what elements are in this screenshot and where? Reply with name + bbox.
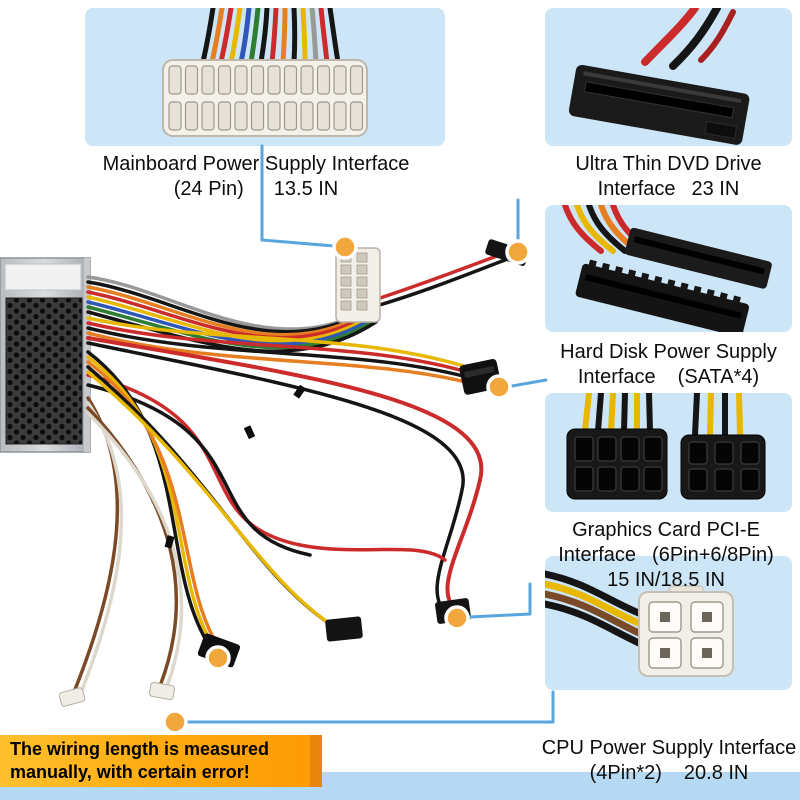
cpu-callout-box [545, 556, 792, 690]
pcie-length: 15 IN/18.5 IN [607, 569, 725, 591]
hdd-sub: Interface [577, 366, 656, 388]
mainboard-pins: (24 Pin) [173, 178, 244, 200]
banner-line2: manually, with certain error! [10, 762, 250, 782]
dvd-sub: Interface [597, 178, 676, 200]
cpu-length: 20.8 IN [683, 762, 749, 784]
hdd-callout-text: Hard Disk Power Supply Interface (SATA*4) [545, 340, 792, 390]
cpu-pins: (4Pin*2) [589, 762, 662, 784]
cpu-callout-text: CPU Power Supply Interface (4Pin*2) 20.8 … [540, 736, 798, 786]
disclaimer-banner: The wiring length is measured manually, … [0, 735, 322, 787]
pcie-title: Graphics Card PCI-E [572, 519, 760, 541]
dvd-callout-box [545, 8, 792, 146]
mainboard-callout-box [85, 8, 445, 146]
banner-fold [310, 735, 322, 787]
hdd-title: Hard Disk Power Supply [560, 341, 777, 363]
hdd-spec: (SATA*4) [677, 366, 760, 388]
mainboard-connector-image [162, 8, 368, 137]
mainboard-title: Mainboard Power Supply Interface [102, 153, 410, 175]
wire-harness [72, 252, 507, 697]
pcie-callout-box [545, 393, 792, 512]
psu-wiring-photo [0, 239, 529, 707]
pcie-sub: Interface [558, 544, 637, 566]
sata-connector-image [562, 205, 772, 332]
banner-line1: The wiring length is measured [10, 739, 270, 759]
cpu-connector-image [545, 570, 734, 677]
dvd-callout-text: Ultra Thin DVD Drive Interface 23 IN [545, 152, 792, 202]
pcie-spec: (6Pin+6/8Pin) [652, 544, 774, 566]
mainboard-callout-text: Mainboard Power Supply Interface (24 Pin… [60, 152, 452, 202]
pcie-connector-image [566, 393, 766, 500]
hdd-callout-box [545, 205, 792, 332]
dvd-length: 23 IN [691, 178, 740, 200]
dvd-title: Ultra Thin DVD Drive [575, 153, 762, 175]
mainboard-length: 13.5 IN [273, 178, 339, 200]
cpu-title: CPU Power Supply Interface [541, 737, 797, 759]
psu-unit [0, 257, 91, 453]
pcie-callout-text: Graphics Card PCI-E Interface (6Pin+6/8Pi… [532, 518, 800, 593]
dvd-connector-image [568, 8, 750, 145]
